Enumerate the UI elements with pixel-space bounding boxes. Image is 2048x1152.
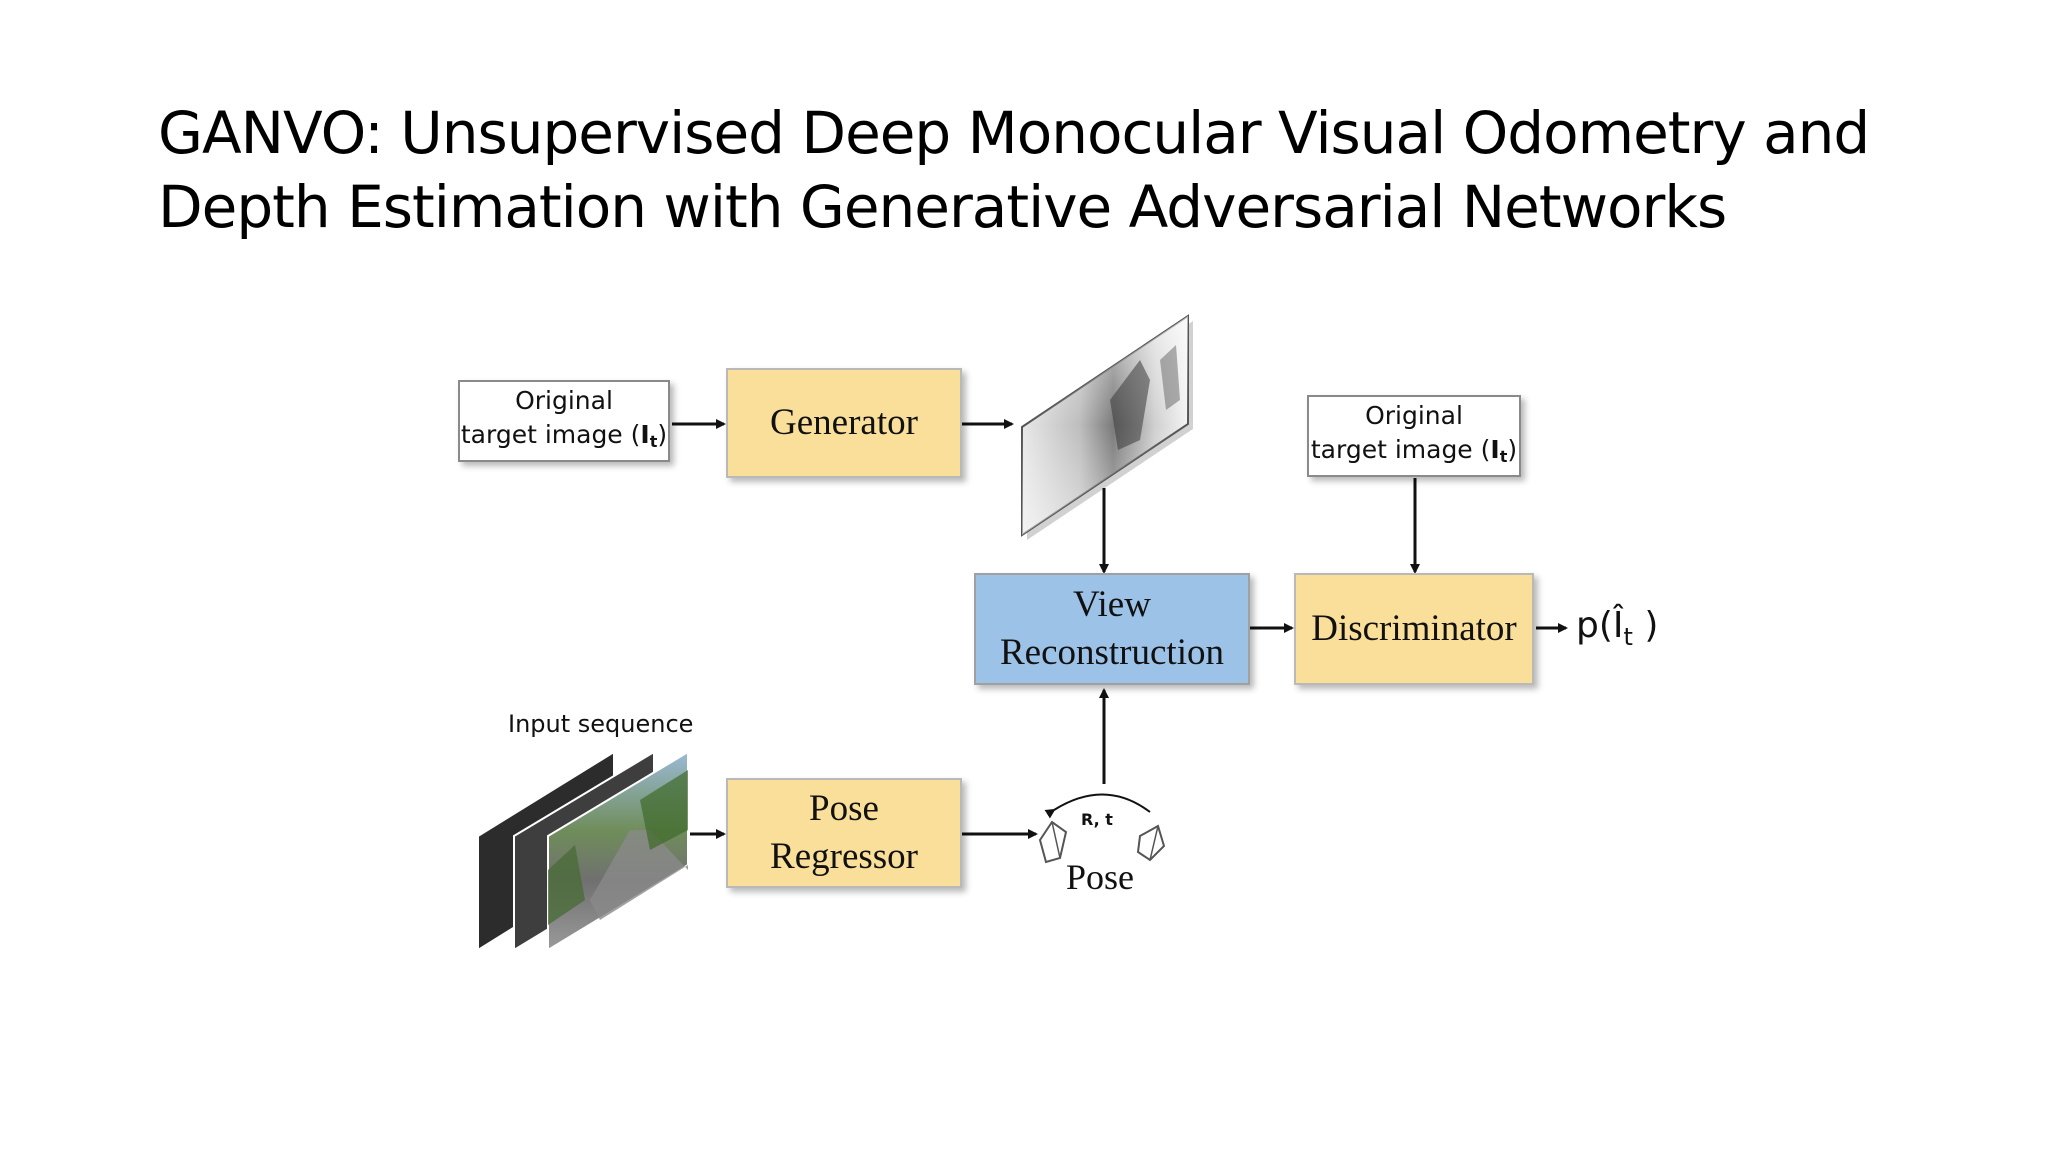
input-right-line1: Original (1365, 400, 1463, 430)
pose-regressor-line1: Pose (809, 788, 879, 829)
slide-title-line-2: Depth Estimation with Generative Adversa… (158, 173, 1727, 241)
slide-title-line-1: GANVO: Unsupervised Deep Monocular Visua… (158, 99, 1870, 167)
pose-regressor-line2: Regressor (770, 836, 918, 877)
discriminator-output-label: p(Ît ) (1576, 605, 1659, 652)
pose-label: Pose (1066, 857, 1135, 897)
view-reconstruction-block: View Reconstruction (974, 573, 1250, 685)
depth-map-image (1021, 314, 1193, 540)
view-reconstruction-line1: View (1073, 584, 1151, 625)
input-sequence-label: Input sequence (508, 710, 694, 738)
slide-title: GANVO: Unsupervised Deep Monocular Visua… (158, 96, 1958, 244)
discriminator-block: Discriminator (1294, 573, 1534, 685)
pose-cameras-icon (1038, 793, 1166, 864)
pose-regressor-block: Pose Regressor (726, 778, 962, 888)
original-target-image-input-right: Original target image (It) (1307, 395, 1521, 477)
input-left-line1: Original (515, 385, 613, 415)
original-target-image-input-left: Original target image (It) (458, 380, 670, 462)
input-left-line2: target image (It) (460, 419, 668, 451)
input-right-line2: target image (It) (1310, 434, 1518, 466)
input-sequence-image (477, 750, 689, 952)
generator-label: Generator (770, 402, 918, 443)
generator-block: Generator (726, 368, 962, 478)
view-reconstruction-line2: Reconstruction (999, 632, 1224, 673)
pose-rt-label: R, t (1081, 810, 1113, 829)
discriminator-label: Discriminator (1311, 608, 1517, 649)
